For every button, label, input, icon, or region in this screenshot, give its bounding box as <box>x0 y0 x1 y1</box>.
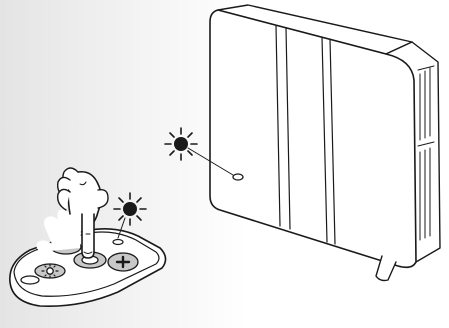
remote-burst-core <box>123 202 137 216</box>
plus-button[interactable] <box>108 253 138 271</box>
hand-index-finger <box>82 214 94 258</box>
remote-indicator-led <box>113 240 123 245</box>
heater-indicator-led <box>233 174 243 180</box>
sun-mode-button[interactable] <box>35 264 65 278</box>
heater-burst-core <box>174 137 188 151</box>
remote-keyring-hole <box>21 276 39 284</box>
